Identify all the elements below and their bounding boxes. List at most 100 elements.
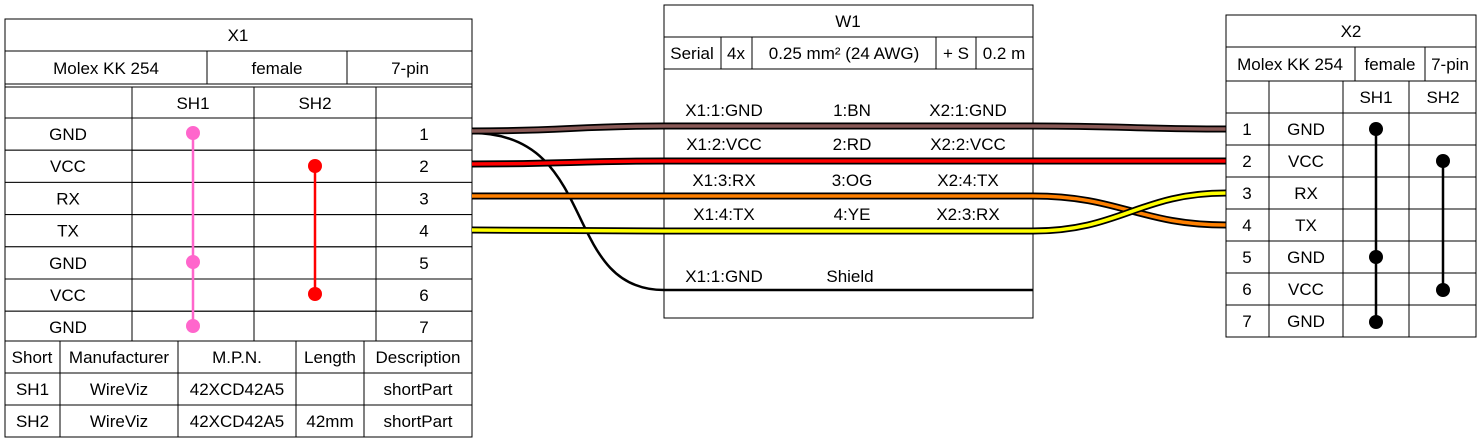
- x1-short-header-sh1: SH1: [176, 94, 209, 113]
- shield-wire: [471, 131, 1033, 292]
- x2-sh2-dot: [1436, 283, 1450, 297]
- bom-cell: SH2: [16, 412, 49, 431]
- bom-cell: WireViz: [90, 412, 148, 431]
- w1-wirecount: 4x: [727, 44, 745, 63]
- x2-pin-label: TX: [1295, 216, 1317, 235]
- x1-bom-table: Short Manufacturer M.P.N. Length Descrip…: [4, 340, 473, 374]
- x2-pin-label: VCC: [1288, 280, 1324, 299]
- x1-pin-number: 2: [419, 157, 428, 176]
- bom-header-length: Length: [304, 348, 356, 367]
- x2-pin-label: GND: [1287, 248, 1325, 267]
- x1-short-sh1: [186, 126, 200, 333]
- bom-header-manufacturer: Manufacturer: [69, 348, 169, 367]
- wire-left-label: X1:2:VCC: [686, 135, 762, 154]
- x1-sh1-dot: [186, 255, 200, 269]
- x2-pin-label: RX: [1294, 184, 1318, 203]
- wire-right-label: X2:4:TX: [937, 171, 998, 190]
- bom-cell: 42XCD42A5: [190, 412, 285, 431]
- x2-short-header-sh2: SH2: [1426, 88, 1459, 107]
- w1-shield-flag: + S: [943, 44, 969, 63]
- wire-left-label: X1:1:GND: [685, 101, 762, 120]
- x2-pin-number: 2: [1242, 152, 1251, 171]
- wire-2: [471, 159, 1226, 166]
- shield-left-label: X1:1:GND: [685, 267, 762, 286]
- x1-pin-number: 5: [419, 254, 428, 273]
- x1-short-header-sh2: SH2: [298, 94, 331, 113]
- wire-color-label: 2:RD: [833, 135, 872, 154]
- wire-right-label: X2:2:VCC: [930, 135, 1006, 154]
- x2-pin-number: 7: [1242, 312, 1251, 331]
- x2-pin-number: 4: [1242, 216, 1251, 235]
- bom-cell: 42XCD42A5: [190, 380, 285, 399]
- x1-short-sh2: [308, 159, 322, 301]
- wire-bundle: [471, 122, 1227, 292]
- wire-color-label: 4:YE: [834, 205, 871, 224]
- x2-short-sh2: [1436, 154, 1450, 297]
- x1-pin-label: GND: [49, 318, 87, 337]
- connector-x1: X1 Molex KK 254 female 7-pin SH1 SH2 GND…: [4, 18, 473, 438]
- bom-header-short: Short: [12, 348, 53, 367]
- bom-cell: SH1: [16, 380, 49, 399]
- x1-pin-label: VCC: [50, 286, 86, 305]
- x1-pin-number: 7: [419, 318, 428, 337]
- x2-sh1-dot: [1369, 250, 1383, 264]
- w1-type: Serial: [670, 44, 713, 63]
- wire-left-label: X1:4:TX: [693, 205, 754, 224]
- x2-pin-number: 5: [1242, 248, 1251, 267]
- x2-pin-number: 3: [1242, 184, 1251, 203]
- bom-cell: WireViz: [90, 380, 148, 399]
- x1-pin-label: GND: [49, 254, 87, 273]
- wire-right-label: X2:3:RX: [936, 205, 999, 224]
- x2-pincount: 7-pin: [1431, 55, 1469, 74]
- wire-color-label: 1:BN: [833, 101, 871, 120]
- x1-pin-label: VCC: [50, 157, 86, 176]
- x1-pin-number: 3: [419, 189, 428, 208]
- x1-pin-label: RX: [56, 189, 80, 208]
- x1-pin-number: 6: [419, 286, 428, 305]
- x2-sh1-dot: [1369, 122, 1383, 136]
- wire-color-label: 3:OG: [832, 171, 873, 190]
- x2-pin-label: GND: [1287, 120, 1325, 139]
- x1-sh2-dot: [308, 159, 322, 173]
- wire-left-label: X1:3:RX: [692, 171, 755, 190]
- x2-short-sh1: [1369, 122, 1383, 329]
- x1-pin-number: 4: [419, 222, 428, 241]
- bom-header-mpn: M.P.N.: [212, 348, 262, 367]
- x2-pin-label: GND: [1287, 312, 1325, 331]
- bom-cell: shortPart: [384, 412, 453, 431]
- x1-type: Molex KK 254: [53, 59, 159, 78]
- wire-4: [471, 191, 1227, 233]
- shield-label: Shield: [826, 267, 873, 286]
- wire-1: [471, 124, 1227, 133]
- x2-type: Molex KK 254: [1237, 55, 1343, 74]
- x1-sh1-dot: [186, 319, 200, 333]
- x2-sh2-dot: [1436, 154, 1450, 168]
- x2-title: X2: [1341, 22, 1362, 41]
- x2-short-header-sh1: SH1: [1359, 88, 1392, 107]
- w1-gauge: 0.25 mm² (24 AWG): [769, 44, 920, 63]
- x1-title: X1: [228, 26, 249, 45]
- x1-pin-table: SH1 SH2: [4, 86, 473, 119]
- w1-length: 0.2 m: [983, 44, 1026, 63]
- x1-sh2-dot: [308, 287, 322, 301]
- x2-pin-number: 6: [1242, 280, 1251, 299]
- wire-right-label: X2:1:GND: [929, 101, 1006, 120]
- x1-sh1-dot: [186, 126, 200, 140]
- bom-header-description: Description: [375, 348, 460, 367]
- w1-title: W1: [835, 12, 861, 31]
- x2-pin-table: SH1 SH2: [1225, 80, 1477, 114]
- x2-gender: female: [1364, 55, 1415, 74]
- x1-pin-label: TX: [57, 222, 79, 241]
- bom-cell: 42mm: [306, 412, 353, 431]
- x2-pin-label: VCC: [1288, 152, 1324, 171]
- x2-sh1-dot: [1369, 315, 1383, 329]
- x1-pincount: 7-pin: [391, 59, 429, 78]
- wire-3: [472, 194, 1227, 227]
- x1-pin-number: 1: [419, 125, 428, 144]
- bom-cell: shortPart: [384, 380, 453, 399]
- x2-pin-number: 1: [1242, 120, 1251, 139]
- x1-gender: female: [251, 59, 302, 78]
- x1-pin-label: GND: [49, 125, 87, 144]
